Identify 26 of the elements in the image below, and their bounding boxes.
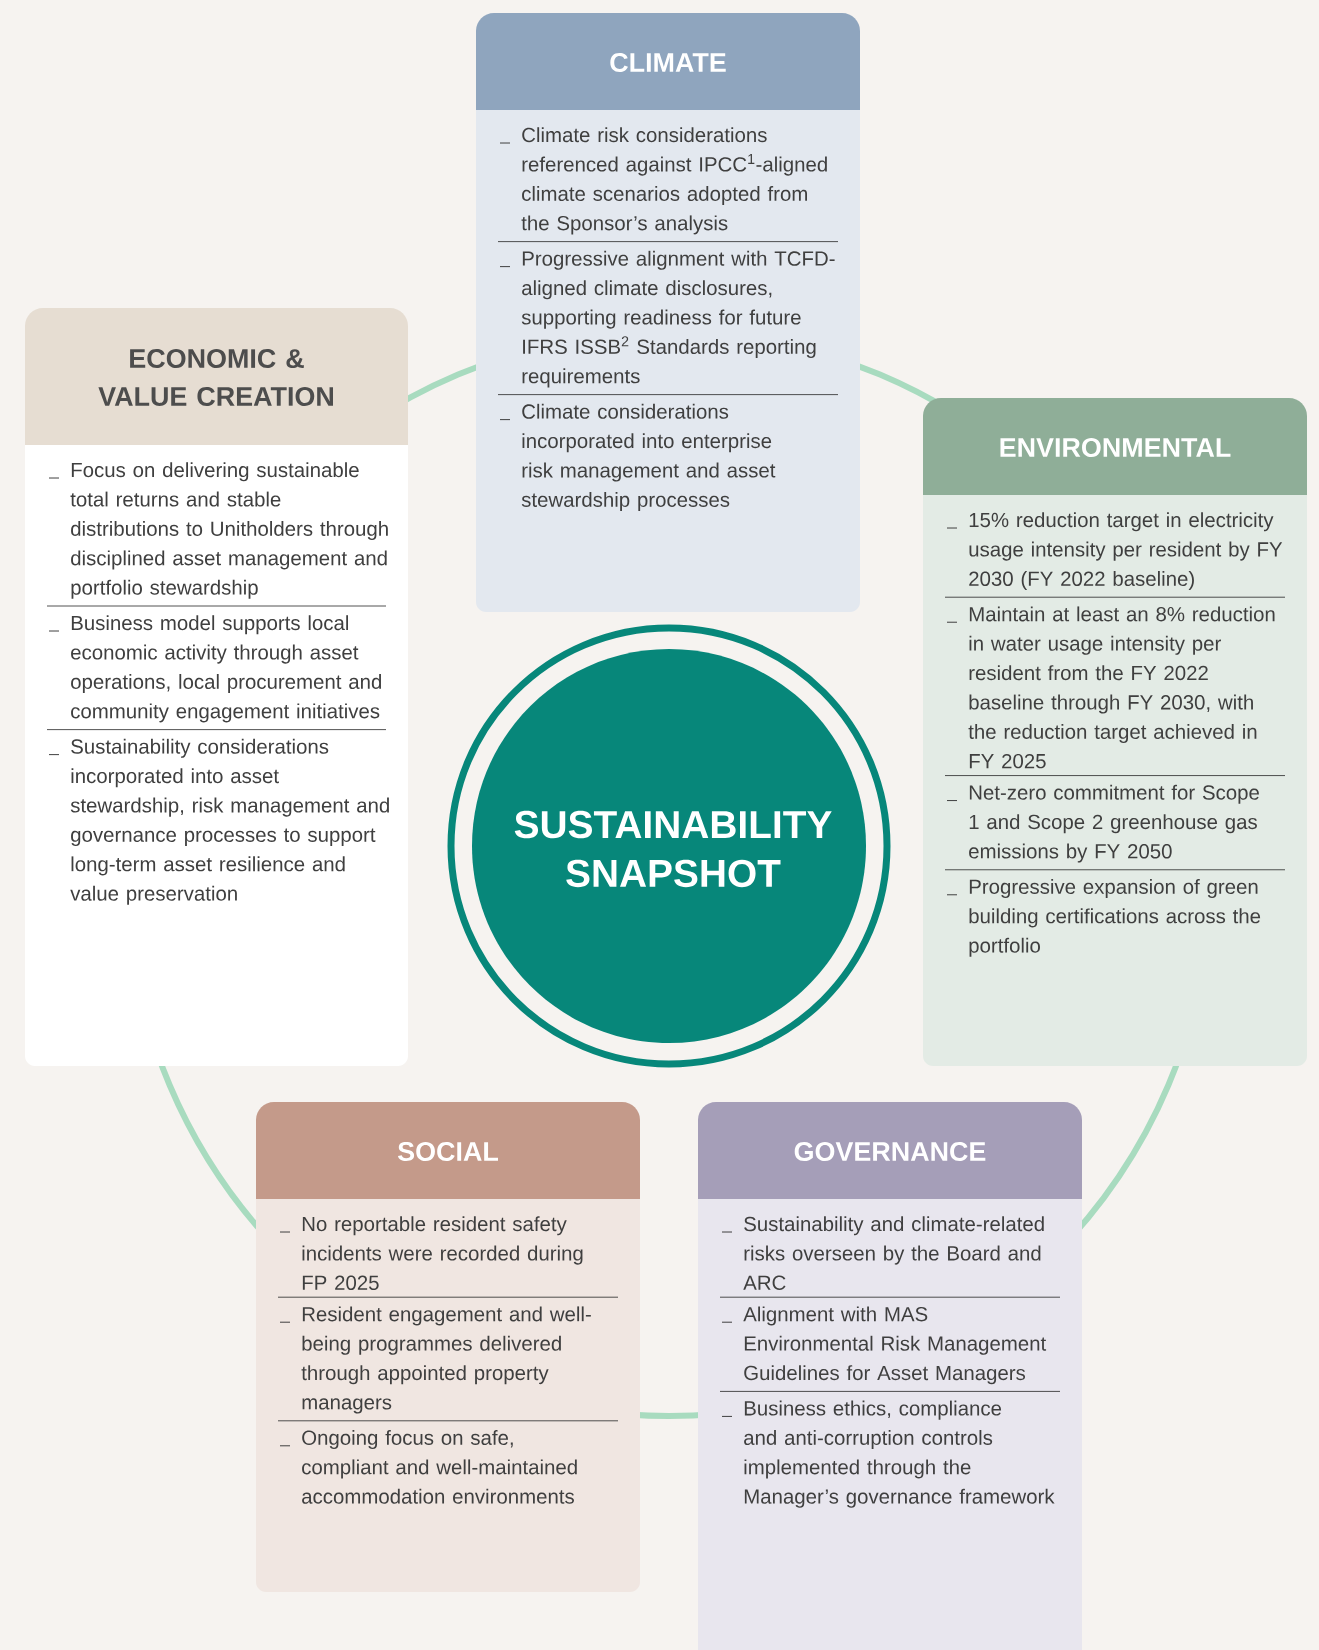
bullet-text: Progressive expansion of green building certifications across the portfolio bbox=[969, 879, 1261, 957]
bullet-text: Alignment with MAS Environmental Risk Management Guidelines for Asset Managers bbox=[743, 1306, 1047, 1385]
card-heading: ENVIRONMENTAL bbox=[1000, 438, 1231, 458]
bullet-text: No reportable resident safety incidents were recorded during FP 2025 bbox=[302, 1216, 583, 1290]
card bbox=[256, 1102, 640, 1592]
bullet-text: Net-zero commitment for Scope 1 and Scope 2 greenhouse gas emissions by FY 2050 bbox=[969, 784, 1259, 863]
bullet-text: Climate considerations incorporated into enterprise risk management and asset stewardship processes bbox=[521, 403, 776, 511]
bullet-text: Progressive alignment with TCFD-aligned climate disclosures, supporting readiness for future IFRS ISSB$^{2}$ Standards reporting requirements bbox=[521, 250, 835, 388]
bullet-text: Sustainability and climate-related risks overseen by the Board and ARC bbox=[743, 1216, 1044, 1290]
bullet-text: 15% reduction target in electricity usage intensity per resident by FY 2030 (FY 2022 baseline) bbox=[969, 512, 1283, 590]
card-heading: GOVERNANCE bbox=[794, 1142, 986, 1162]
card-heading: CLIMATE bbox=[610, 53, 726, 73]
bullet-text: Climate risk considerations referenced against IPCC$^{1}$-aligned climate scenarios adopted from the Sponsor’s analysis bbox=[521, 127, 827, 235]
card bbox=[25, 308, 408, 1066]
bullet-text: Sustainability considerations incorporated into asset stewardship, risk management and governance processes to support long-term asset resilience and value preservation bbox=[70, 738, 389, 905]
card bbox=[923, 398, 1307, 1066]
card-heading: SOCIAL bbox=[397, 1142, 498, 1162]
bullet-text: Business ethics, compliance and anti-corruption controls implemented through the Manager’s governance framework bbox=[744, 1400, 1055, 1508]
bullet-text: Maintain at least an 8% reduction in water usage intensity per resident from the FY 2022 baseline through FY 2030, with the reduction target achieved in FY 2025 bbox=[968, 606, 1275, 769]
card-heading: ECONOMIC & VALUE CREATION bbox=[98, 349, 333, 406]
bullet-text: Focus on delivering sustainable total returns and stable distributions to Unitholders through disciplined asset management and portfolio stewardship bbox=[70, 462, 388, 599]
bullet-text: Ongoing focus on safe, compliant and well-maintained accommodation environments bbox=[302, 1430, 577, 1504]
bullet-text: Resident engagement and well-being programmes delivered through appointed property managers bbox=[301, 1306, 591, 1414]
card bbox=[698, 1102, 1082, 1650]
bullet-text: Business model supports local economic activity through asset operations, local procurement and community engagement initiatives bbox=[71, 615, 381, 723]
card bbox=[476, 13, 860, 612]
